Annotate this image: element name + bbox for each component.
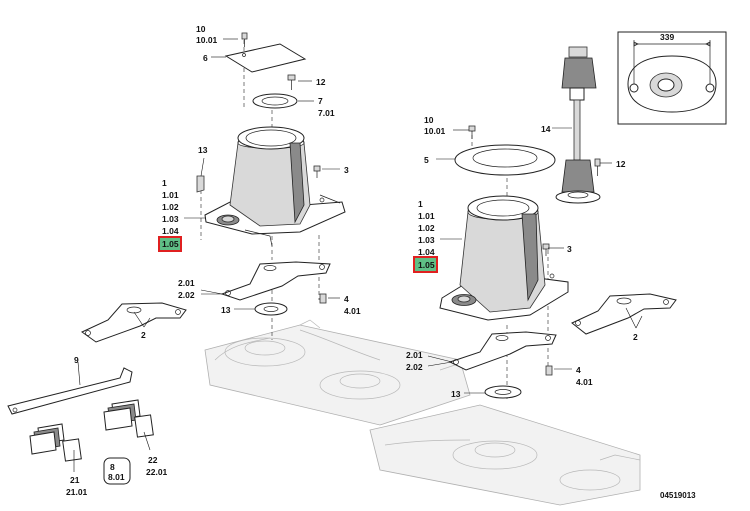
label-right-1-01: 1.01 [418, 211, 435, 221]
part-2-bracket-right [571, 293, 677, 335]
label-left-3: 3 [344, 165, 349, 175]
highlight-box-left [158, 236, 182, 252]
callout-labels: 10 10.01 6 12 7 7.01 13 3 1 1.01 1.02 1.… [66, 24, 696, 500]
part-4-nut-right [545, 365, 553, 376]
label-left-7-01: 7.01 [318, 108, 335, 118]
leader-lines [73, 38, 643, 472]
label-left-2-02: 2.02 [178, 290, 195, 300]
label-kit-21: 21 [70, 475, 80, 485]
part-10-bolt-right [468, 125, 476, 139]
part-13-bracket-top [196, 175, 205, 193]
label-left-1-02: 1.02 [162, 202, 179, 212]
label-right-10-01: 10.01 [424, 126, 446, 136]
label-right-1: 1 [418, 199, 423, 209]
part-3-screw-right [542, 243, 550, 256]
label-kit-22-01: 22.01 [146, 467, 168, 477]
label-right-1-04: 1.04 [418, 247, 435, 257]
part-3-screw-left [313, 165, 321, 178]
label-right-3: 3 [567, 244, 572, 254]
part-2-01-bracket-left [220, 261, 331, 301]
label-right-4-01: 4.01 [576, 377, 593, 387]
part-7-ring [252, 93, 298, 109]
part-21-blades-left [29, 423, 82, 462]
label-left-1: 1 [162, 178, 167, 188]
part-13-ring-right [484, 385, 522, 399]
label-left-2: 2 [141, 330, 146, 340]
label-right-4: 4 [576, 365, 581, 375]
label-right-5: 5 [424, 155, 429, 165]
label-right-2-01: 2.01 [406, 350, 423, 360]
label-kit-22: 22 [148, 455, 158, 465]
inset-dimension-label: 339 [660, 32, 674, 42]
label-right-2-02: 2.02 [406, 362, 423, 372]
label-left-13-top: 13 [198, 145, 208, 155]
highlight-box-right [413, 256, 438, 273]
part-8-box [103, 457, 131, 485]
label-left-2-01: 2.01 [178, 278, 195, 288]
cutter-bar-right [369, 404, 641, 506]
part-22-blades-right [103, 399, 154, 438]
label-right-1-02: 1.02 [418, 223, 435, 233]
label-left-13-bottom: 13 [221, 305, 231, 315]
label-left-4-01: 4.01 [344, 306, 361, 316]
label-kit-21-01: 21.01 [66, 487, 88, 497]
part-6-cover-plate [224, 43, 307, 73]
label-left-1-01: 1.01 [162, 190, 179, 200]
cutter-bar-left [204, 319, 471, 426]
part-4-nut-left [319, 293, 327, 304]
label-left-1-03: 1.03 [162, 214, 179, 224]
label-left-10: 10 [196, 24, 206, 34]
label-left-10-01: 10.01 [196, 35, 218, 45]
part-2-01-bracket-right [448, 331, 557, 371]
inset-detail-box [617, 31, 727, 125]
part-14-drive-shaft [555, 46, 601, 204]
label-left-1-05: 1.05 [162, 239, 179, 249]
part-5-flange-ring [454, 144, 556, 176]
label-left-6: 6 [203, 53, 208, 63]
part-9-rod [7, 367, 133, 415]
part-12-bolt-left [287, 74, 296, 90]
label-right-10: 10 [424, 115, 434, 125]
label-left-7: 7 [318, 96, 323, 106]
label-left-12: 12 [316, 77, 326, 87]
label-left-1-04: 1.04 [162, 226, 179, 236]
label-right-13: 13 [451, 389, 461, 399]
part-13-ring-left [254, 302, 288, 316]
label-kit-9: 9 [74, 355, 79, 365]
label-right-14: 14 [541, 124, 551, 134]
label-right-2: 2 [633, 332, 638, 342]
part-12-bolt-right [594, 158, 601, 176]
drawing-number: 04519013 [660, 491, 696, 500]
label-kit-8: 8 [110, 462, 115, 472]
part-2-bracket-bottom-left [81, 302, 187, 343]
label-right-1-05: 1.05 [418, 260, 435, 270]
label-right-1-03: 1.03 [418, 235, 435, 245]
part-1-housing-right [439, 195, 569, 321]
part-10-bolt-left [241, 32, 248, 47]
part-1-housing-left [204, 126, 346, 247]
label-left-4: 4 [344, 294, 349, 304]
label-kit-8-01: 8.01 [108, 472, 125, 482]
label-right-12: 12 [616, 159, 626, 169]
